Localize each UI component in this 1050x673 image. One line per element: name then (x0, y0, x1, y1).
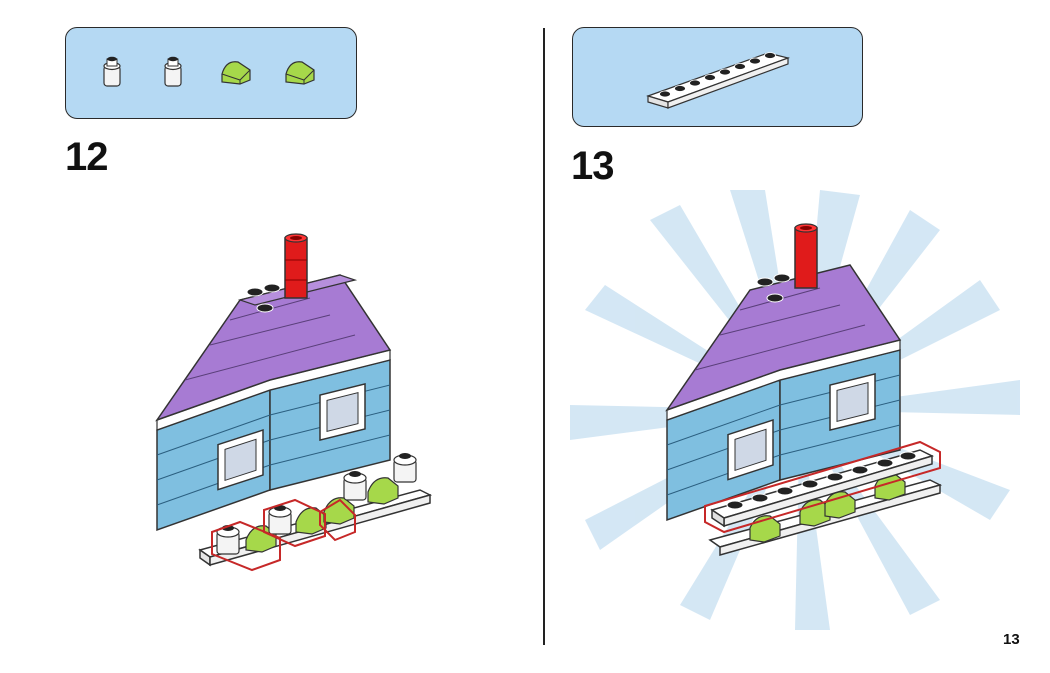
parts-list-step-13 (573, 28, 862, 126)
white-1x8-plate-icon (648, 53, 788, 109)
white-round-brick-icon (269, 505, 291, 534)
white-round-brick-icon (104, 57, 120, 86)
white-round-brick-icon (394, 453, 416, 482)
chimney-brick (285, 234, 307, 298)
white-round-brick-icon (344, 471, 366, 500)
parts-box-step-13 (572, 27, 863, 127)
house-model-step-12 (140, 220, 440, 600)
step-number-13: 13 (571, 144, 614, 189)
white-round-brick-icon (165, 57, 181, 86)
lime-curved-slope-icon (222, 62, 250, 84)
step-number-12: 12 (65, 135, 108, 180)
lime-curved-slope-icon (368, 478, 398, 504)
page-divider (543, 28, 545, 645)
lime-curved-slope-icon (286, 62, 314, 84)
house-model-step-13 (560, 190, 1040, 630)
page-number: 13 (1003, 631, 1020, 648)
parts-list-step-12 (66, 28, 356, 118)
chimney-brick (795, 224, 817, 288)
parts-box-step-12 (65, 27, 357, 119)
